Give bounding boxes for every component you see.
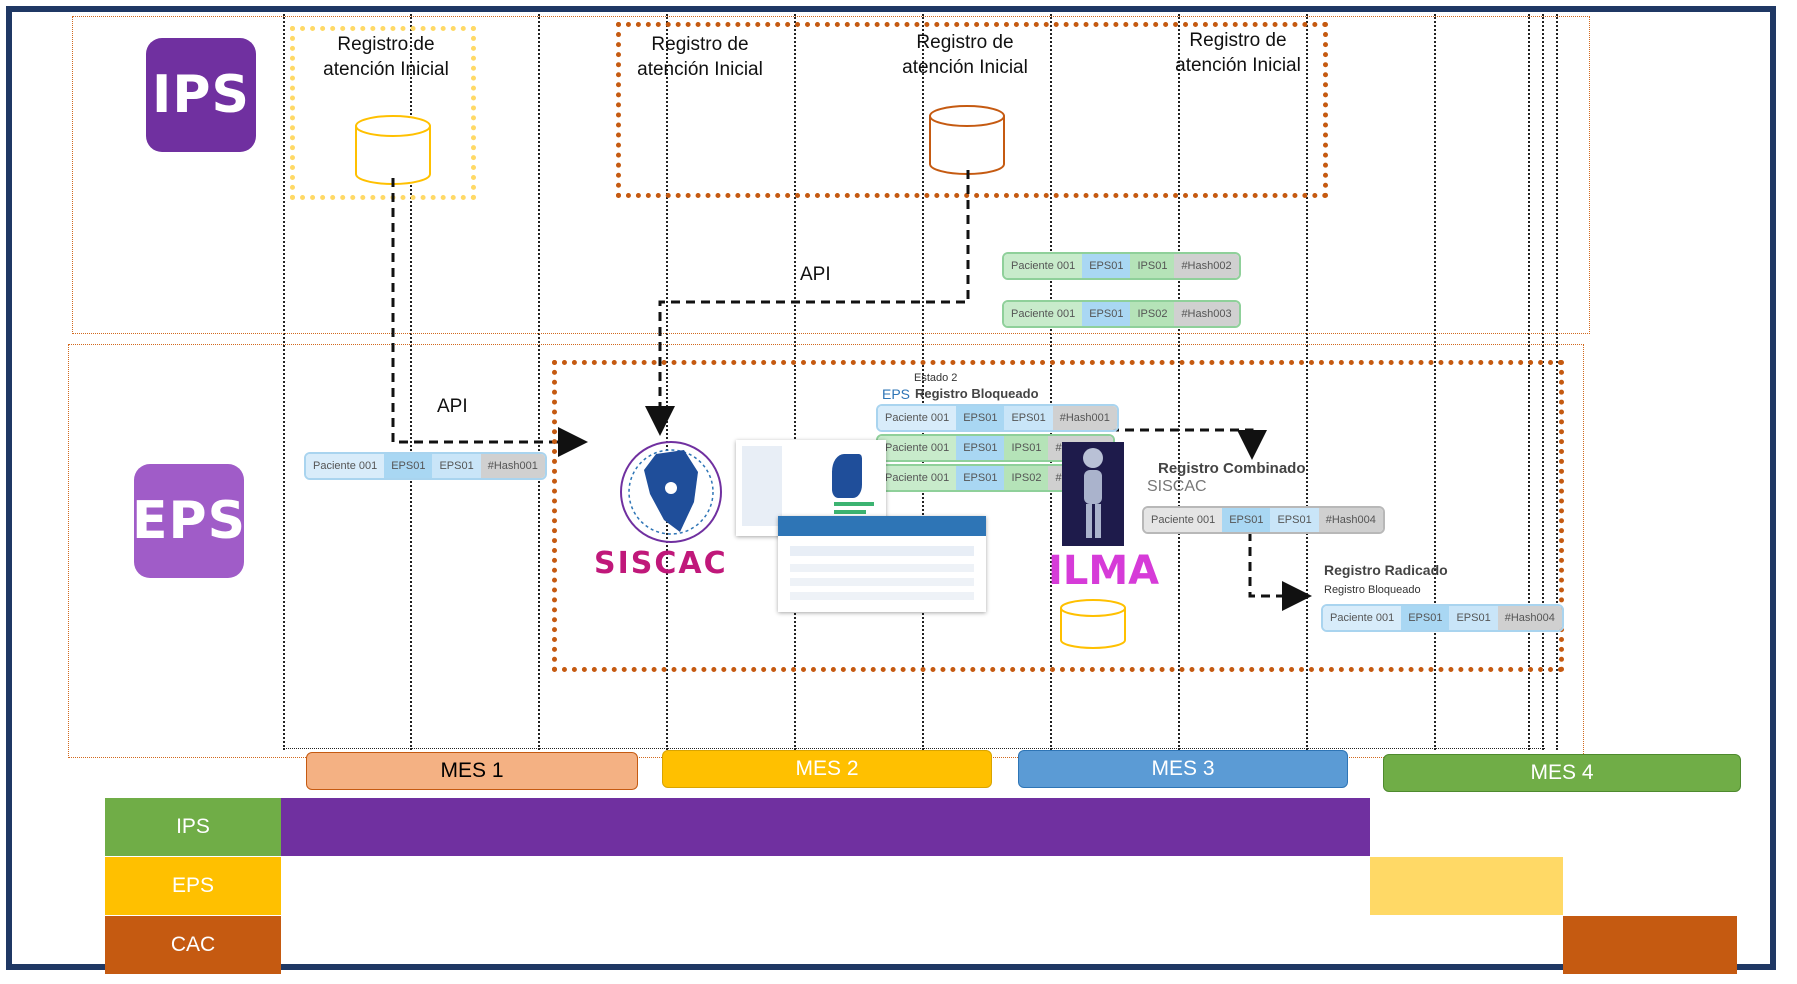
ips-swimlane [72,16,1590,334]
ilma-logo-text: ILMA [1048,548,1160,594]
api-label: API [800,264,831,285]
timeline-line [1306,14,1308,750]
timeline-line [922,14,924,750]
ips2-registro-box [616,22,1328,198]
database-icon [1060,599,1126,649]
lane-divider [283,748,1545,749]
registro-text: Registro de atención Inicial [323,34,449,80]
registro-text: Registro de atención Inicial [637,34,763,80]
timeline-line [1050,14,1052,750]
timeline-line [1542,14,1544,750]
gantt-bar-ips [281,798,1370,856]
colombia-map-icon [620,441,722,543]
dashboard-thumbnail [778,516,986,612]
gantt-label-cac: CAC [105,916,281,974]
database-icon [929,105,1005,175]
database-icon [355,115,431,185]
bloqueado-title: Registro Bloqueado [915,386,1039,401]
eps-small-label: EPS [882,386,911,402]
timeline-line [1528,14,1530,750]
month-4: MES 4 [1383,754,1741,792]
gantt-bar-eps [1370,857,1563,915]
timeline-line [666,14,668,750]
ips1-registro-box [290,26,476,200]
registro-text: Registro de atención Inicial [902,32,1028,78]
timeline-line [794,14,796,750]
estado-label: Estado 2 [914,372,958,384]
radicado-title: Registro Radicado [1324,562,1448,578]
timeline-line [283,14,285,750]
timeline-line [1434,14,1436,750]
registro-text: Registro de atención Inicial [1175,30,1301,76]
api-label: API [437,396,468,417]
timeline-line [410,14,412,750]
ips-logo: IPS [146,38,256,152]
radicado-subtitle: Registro Bloqueado [1324,584,1421,596]
gantt-bar-cac [1563,916,1737,974]
timeline-line [1178,14,1180,750]
timeline-line [538,14,540,750]
gantt-label-ips: IPS [105,798,281,856]
ilma-figure-icon [1062,442,1124,546]
timeline-line [1556,14,1558,750]
eps-process-box [552,360,1564,672]
siscac-logo-text: SISCAC [594,546,728,581]
month-2: MES 2 [662,750,992,788]
month-1: MES 1 [306,752,638,790]
eps-logo: EPS [132,464,245,578]
month-3: MES 3 [1018,750,1348,788]
combinado-title: Registro Combinado [1158,460,1306,477]
siscac-label: SISCAC [1147,478,1207,495]
gantt-label-eps: EPS [105,857,281,915]
